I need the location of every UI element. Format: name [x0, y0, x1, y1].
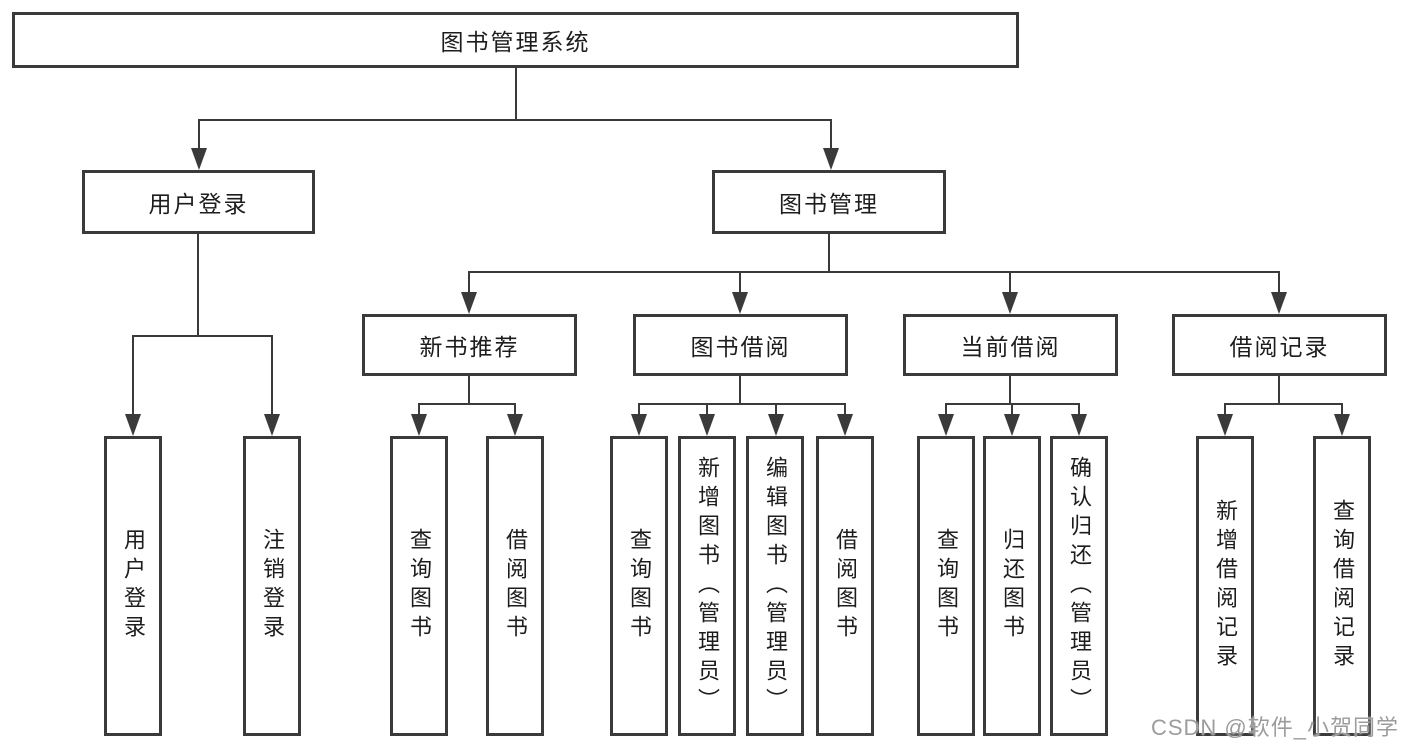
node-label: 借阅记录 [1229, 334, 1330, 360]
connector-vline [468, 271, 470, 294]
node-label: 图书管理 [779, 191, 879, 217]
leaf-label: 查询图书 [627, 528, 652, 644]
node-root-label: 图书管理系统 [440, 29, 591, 55]
node-book-borrowing: 图书借阅 [633, 314, 848, 376]
node-label: 新书推荐 [419, 334, 520, 360]
leaf-label: 查询图书 [934, 528, 959, 644]
connector-hline [198, 119, 832, 121]
arrow-down-icon [1271, 292, 1287, 314]
arrow-down-icon [125, 414, 141, 436]
leaf-label: 确认归还（管理员） [1067, 455, 1092, 717]
node-user-login: 用户登录 [82, 170, 315, 234]
connector-vline [1278, 376, 1280, 405]
arrow-down-icon [1002, 292, 1018, 314]
connector-vline [132, 335, 134, 415]
leaf-confirm-return-admin: 确认归还（管理员） [1050, 436, 1108, 736]
connector-vline [271, 335, 273, 415]
connector-vline [1341, 403, 1343, 416]
leaf-label: 借阅图书 [833, 528, 858, 644]
leaf-query-books-borrowing: 查询图书 [610, 436, 668, 736]
connector-vline [515, 68, 517, 120]
connector-hline [418, 403, 515, 405]
connector-vline [844, 403, 846, 416]
connector-vline [1011, 403, 1013, 416]
connector-vline [739, 271, 741, 294]
connector-vline [198, 119, 200, 150]
connector-hline [638, 403, 845, 405]
arrow-down-icon [191, 148, 207, 170]
node-borrowing-records: 借阅记录 [1172, 314, 1387, 376]
leaf-label: 查询图书 [407, 528, 432, 644]
arrow-down-icon [938, 414, 954, 436]
connector-vline [775, 403, 777, 416]
connector-vline [514, 403, 516, 416]
leaf-label: 用户登录 [121, 528, 146, 644]
connector-vline [638, 403, 640, 416]
node-label: 图书借阅 [690, 334, 791, 360]
connector-hline [468, 271, 1280, 273]
leaf-label: 编辑图书（管理员） [763, 455, 788, 717]
connector-vline [739, 376, 741, 405]
connector-vline [418, 403, 420, 416]
leaf-edit-book-admin: 编辑图书（管理员） [746, 436, 804, 736]
leaf-query-books-recommend: 查询图书 [390, 436, 448, 736]
connector-vline [1009, 271, 1011, 294]
leaf-borrow-books: 借阅图书 [816, 436, 874, 736]
connector-vline [706, 403, 708, 416]
arrow-down-icon [732, 292, 748, 314]
connector-vline [830, 119, 832, 150]
connector-vline [468, 376, 470, 405]
leaf-query-books-current: 查询图书 [917, 436, 975, 736]
node-new-book-recommendation: 新书推荐 [362, 314, 577, 376]
leaf-label: 归还图书 [1000, 528, 1025, 644]
leaf-return-book: 归还图书 [983, 436, 1041, 736]
leaf-logout: 注销登录 [243, 436, 301, 736]
connector-vline [1009, 376, 1011, 405]
leaf-label: 注销登录 [260, 528, 285, 644]
arrow-down-icon [837, 414, 853, 436]
arrow-down-icon [699, 414, 715, 436]
arrow-down-icon [1217, 414, 1233, 436]
arrow-down-icon [507, 414, 523, 436]
node-book-management: 图书管理 [712, 170, 946, 234]
arrow-down-icon [768, 414, 784, 436]
leaf-label: 查询借阅记录 [1330, 499, 1355, 673]
connector-hline [1224, 403, 1342, 405]
node-current-borrowing: 当前借阅 [903, 314, 1118, 376]
csdn-watermark: CSDN @软件_小贺同学 [1150, 715, 1399, 740]
leaf-add-borrow-record: 新增借阅记录 [1196, 436, 1254, 736]
arrow-down-icon [1071, 414, 1087, 436]
leaf-add-book-admin: 新增图书（管理员） [678, 436, 736, 736]
connector-vline [1078, 403, 1080, 416]
leaf-query-borrow-record: 查询借阅记录 [1313, 436, 1371, 736]
connector-hline [132, 335, 273, 337]
connector-vline [945, 403, 947, 416]
leaf-label: 新增图书（管理员） [695, 455, 720, 717]
leaf-label: 借阅图书 [503, 528, 528, 644]
arrow-down-icon [1334, 414, 1350, 436]
leaf-user-login: 用户登录 [104, 436, 162, 736]
arrow-down-icon [631, 414, 647, 436]
connector-vline [1278, 271, 1280, 294]
connector-vline [828, 234, 830, 273]
connector-vline [1224, 403, 1226, 416]
arrow-down-icon [411, 414, 427, 436]
connector-vline [197, 234, 199, 337]
arrow-down-icon [461, 292, 477, 314]
leaf-label: 新增借阅记录 [1213, 499, 1238, 673]
leaf-borrow-books-recommend: 借阅图书 [486, 436, 544, 736]
arrow-down-icon [264, 414, 280, 436]
node-root: 图书管理系统 [12, 12, 1019, 68]
node-label: 用户登录 [148, 191, 249, 217]
node-label: 当前借阅 [960, 334, 1061, 360]
arrow-down-icon [823, 148, 839, 170]
arrow-down-icon [1004, 414, 1020, 436]
